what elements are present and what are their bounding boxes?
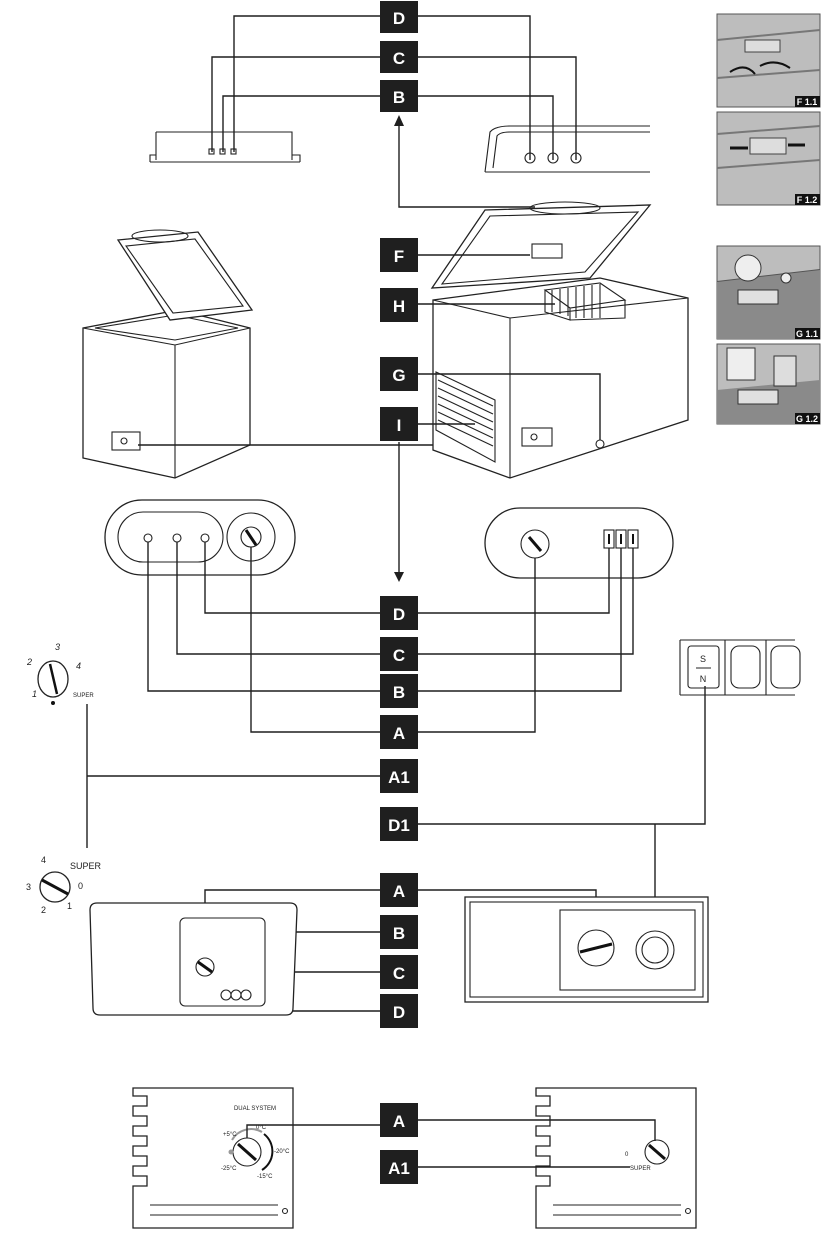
label-A1-mid: A1	[380, 759, 418, 793]
svg-text:F: F	[394, 247, 404, 266]
switch-n: N	[700, 674, 707, 684]
switch-s: S	[700, 654, 706, 664]
label-F: F	[380, 238, 418, 272]
dual-minus20: -20°C	[274, 1149, 290, 1155]
svg-text:A: A	[393, 724, 405, 743]
dual-system-title: DUAL SYSTEM	[234, 1106, 276, 1112]
svg-text:A: A	[393, 1112, 405, 1131]
label-I: I	[380, 407, 418, 441]
photo-g11: G 1.1	[716, 245, 821, 340]
svg-text:A1: A1	[388, 1159, 410, 1178]
svg-text:D: D	[393, 1003, 405, 1022]
freezer-basket	[543, 282, 627, 321]
label-D-top: D	[380, 1, 418, 33]
top-connector-lines	[211, 15, 577, 208]
dial-mid-1: 1	[67, 901, 72, 911]
control-panel-oval-left	[104, 499, 296, 576]
label-A1-bottom: A1	[380, 1150, 418, 1184]
photo-tag-g11: G 1.1	[796, 329, 818, 339]
dual-zero: 0°C	[256, 1125, 267, 1131]
bottom-right-panel: SUPER 0	[535, 1087, 697, 1229]
dial-mid-2: 2	[41, 905, 46, 915]
label-B-mid: B	[380, 674, 418, 708]
dial-mid-4: 4	[41, 855, 46, 865]
label-H: H	[380, 288, 418, 322]
thermostat-dial-mid: 4 SUPER 3 0 2 1	[26, 855, 102, 915]
label-A-bottom: A	[380, 1103, 418, 1137]
svg-text:A1: A1	[388, 768, 410, 787]
label-D1: D1	[380, 807, 418, 841]
switch-panel: S N	[679, 639, 801, 696]
svg-text:A: A	[393, 882, 405, 901]
label-C-top: C	[380, 41, 418, 73]
small-chest-freezer	[82, 229, 540, 479]
label-D-mid: D	[380, 596, 418, 630]
svg-text:B: B	[393, 924, 405, 943]
label-B-top: B	[380, 80, 418, 112]
thermostat-dial-left: 1 2 3 4 SUPER	[26, 642, 94, 705]
svg-text:I: I	[397, 416, 402, 435]
control-panel-right	[484, 125, 650, 173]
svg-text:D: D	[393, 605, 405, 624]
connector-A-bottom-left	[246, 1124, 418, 1138]
svg-text:H: H	[393, 297, 405, 316]
label-G: G	[380, 357, 418, 391]
dual-minus25: -25°C	[221, 1166, 237, 1172]
label-A-mid: A	[380, 715, 418, 749]
dual-plus5: +5°C	[223, 1132, 237, 1138]
svg-text:B: B	[393, 683, 405, 702]
svg-text:B: B	[393, 88, 405, 107]
svg-text:G: G	[392, 366, 405, 385]
label-D-low: D	[380, 994, 418, 1028]
photo-tag-f11: F 1.1	[797, 97, 818, 107]
feature-pointer-lines	[394, 254, 601, 582]
control-panel-oval-right	[484, 507, 674, 579]
svg-text:C: C	[393, 646, 405, 665]
photo-g12: G 1.2	[716, 343, 821, 425]
dial-left-4: 4	[76, 661, 81, 671]
dual-system-panel: DUAL SYSTEM +5°C 0°C -20°C -25°C -15°C	[132, 1087, 294, 1229]
dial-left-2: 2	[26, 657, 32, 667]
label-B-low: B	[380, 915, 418, 949]
connector-A-bottom	[418, 1119, 656, 1141]
dial-left-1: 1	[32, 689, 37, 699]
control-panel-lower-right	[464, 896, 709, 1003]
control-panel-lower-left	[89, 902, 298, 1016]
label-A-low: A	[380, 873, 418, 907]
mid-connector-lines	[86, 542, 706, 1012]
dial-mid-0: 0	[78, 881, 83, 891]
photo-tag-f12: F 1.2	[797, 195, 818, 205]
dial-left-3: 3	[55, 642, 60, 652]
large-chest-freezer	[430, 201, 689, 479]
label-C-low: C	[380, 955, 418, 989]
dial-left-super: SUPER	[73, 693, 94, 699]
dial-mid-3: 3	[26, 882, 31, 892]
photo-tag-g12: G 1.2	[796, 414, 818, 424]
photo-f12: F 1.2	[716, 111, 821, 206]
svg-text:D1: D1	[388, 816, 410, 835]
label-C-mid: C	[380, 637, 418, 671]
control-strip-left	[149, 131, 301, 163]
vent-grille	[435, 371, 496, 463]
dial-mid-super: SUPER	[70, 861, 102, 871]
dial-bottom-super: SUPER	[630, 1166, 651, 1172]
svg-text:C: C	[393, 49, 405, 68]
photo-f11: F 1.1	[716, 13, 821, 108]
svg-text:C: C	[393, 964, 405, 983]
dial-bottom-0: 0	[625, 1152, 629, 1158]
dual-minus15: -15°C	[257, 1174, 273, 1180]
svg-text:D: D	[393, 9, 405, 28]
